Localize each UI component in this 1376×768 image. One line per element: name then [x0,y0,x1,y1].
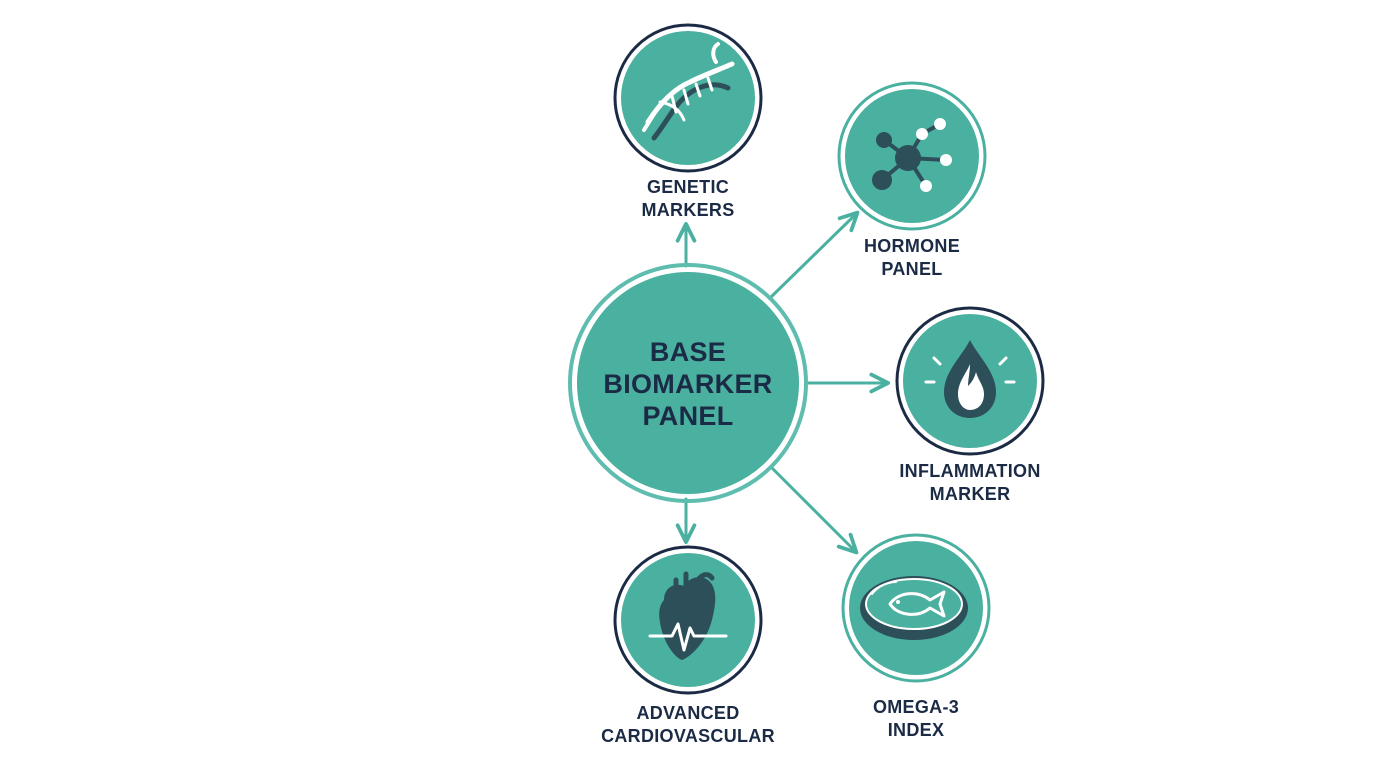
fish-capsule-icon [860,576,968,640]
dna-icon [642,42,735,141]
cardio-label: ADVANCED CARDIOVASCULAR [578,702,798,748]
hormone-label-line-2: PANEL [881,259,943,279]
cardio-node [613,545,763,695]
center-title-line-1: BASE [649,337,727,367]
inflammation-label-line-1: INFLAMMATION [899,461,1041,481]
connector-omega [769,465,859,555]
flame-drop-icon [924,340,1016,418]
omega-node [841,533,991,683]
genetic-label-line-1: GENETIC [646,177,730,197]
hormone-node [837,81,987,231]
hormone-label: HORMONE PANEL [812,235,1012,281]
omega-label-line-1: OMEGA-3 [872,697,960,717]
connector-hormone [768,210,860,300]
center-title: BASE BIOMARKER PANEL [578,336,798,432]
genetic-node [613,23,763,173]
connectors [675,210,890,555]
omega-label: OMEGA-3 INDEX [816,696,1016,742]
inflammation-label-line-2: MARKER [929,484,1011,504]
heart-icon [648,571,728,660]
omega-label-line-2: INDEX [887,720,945,740]
inflammation-node [895,306,1045,456]
center-title-line-2: BIOMARKER [603,369,773,399]
cardio-label-line-1: ADVANCED [636,703,740,723]
cardio-label-line-2: CARDIOVASCULAR [601,726,775,746]
genetic-label: GENETIC MARKERS [588,176,788,222]
genetic-label-line-2: MARKERS [641,200,735,220]
center-node [568,263,808,503]
molecule-icon [872,118,952,192]
center-title-line-3: PANEL [642,401,734,431]
hormone-label-line-1: HORMONE [863,236,961,256]
inflammation-label: INFLAMMATION MARKER [860,460,1080,506]
